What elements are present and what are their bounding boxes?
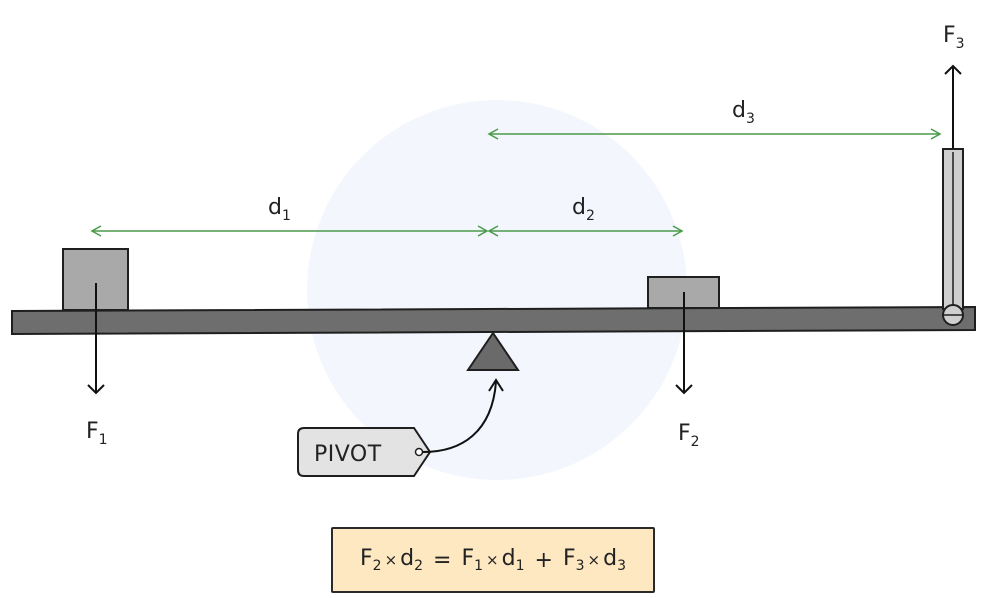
pivot-pointer-head	[488, 378, 504, 392]
formula-rhs-a-force: F1	[461, 546, 484, 574]
pivot-tag: PIVOT	[297, 427, 432, 477]
plus-sign: +	[534, 547, 553, 573]
equals-sign: =	[433, 547, 452, 573]
pivot-label: PIVOT	[314, 442, 382, 467]
times-sign: ×	[384, 551, 398, 569]
f1-label: F1	[86, 419, 108, 448]
times-sign: ×	[587, 551, 601, 569]
formula-box: F2 × d2 = F1 × d1 + F3 × d3	[331, 527, 655, 593]
f3-label: F3	[943, 23, 965, 52]
formula-rhs-b-distance: d3	[603, 546, 626, 574]
watermark-logo	[307, 100, 687, 480]
beam	[11, 305, 976, 336]
formula-lhs-distance: d2	[400, 546, 424, 574]
f2-label: F2	[678, 421, 700, 450]
pivot-pointer	[422, 381, 497, 453]
formula-rhs-b-force: F3	[562, 546, 585, 574]
d1-label: d1	[268, 195, 291, 224]
d3-label: d3	[732, 98, 755, 127]
d2-label: d2	[572, 195, 595, 224]
pivot-triangle	[466, 331, 520, 371]
formula-lhs-force: F2	[359, 546, 382, 574]
formula-rhs-a-distance: d1	[501, 546, 525, 574]
times-sign: ×	[486, 551, 499, 569]
